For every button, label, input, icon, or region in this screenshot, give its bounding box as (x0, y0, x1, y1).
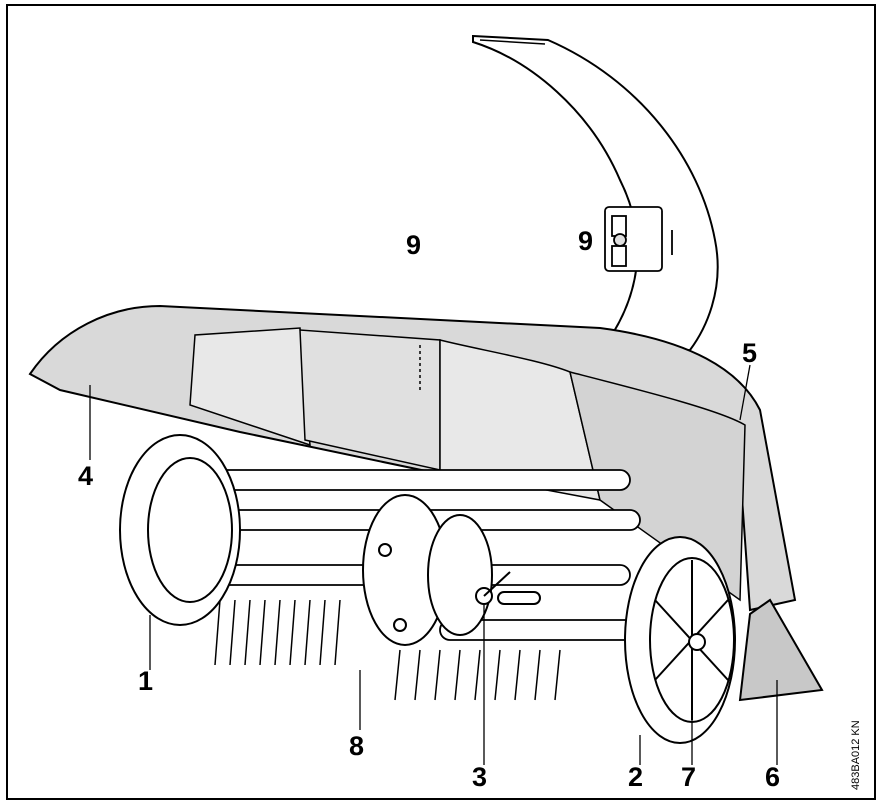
cotter-pin (475, 571, 541, 605)
center-hub (362, 494, 493, 646)
tines (214, 599, 561, 701)
rear-flap (738, 598, 824, 702)
callout-2: 2 (628, 762, 644, 792)
callout-1: 1 (138, 666, 154, 696)
callout-9-main: 9 (406, 230, 422, 260)
callout-5: 5 (742, 338, 758, 368)
callout-9-detail: 9 (578, 226, 594, 256)
callout-7: 7 (681, 762, 697, 792)
mounting-bracket (604, 206, 673, 272)
right-wheel (624, 536, 736, 744)
callout-3: 3 (472, 762, 488, 792)
leader-lines (89, 364, 778, 765)
callout-8: 8 (349, 731, 365, 761)
left-wheel (119, 434, 241, 626)
main-cover (28, 304, 797, 612)
callout-6: 6 (765, 762, 781, 792)
figure-code: 483BA012 KN (850, 720, 862, 790)
detached-cover-segment (472, 34, 719, 354)
callout-4: 4 (78, 461, 94, 491)
